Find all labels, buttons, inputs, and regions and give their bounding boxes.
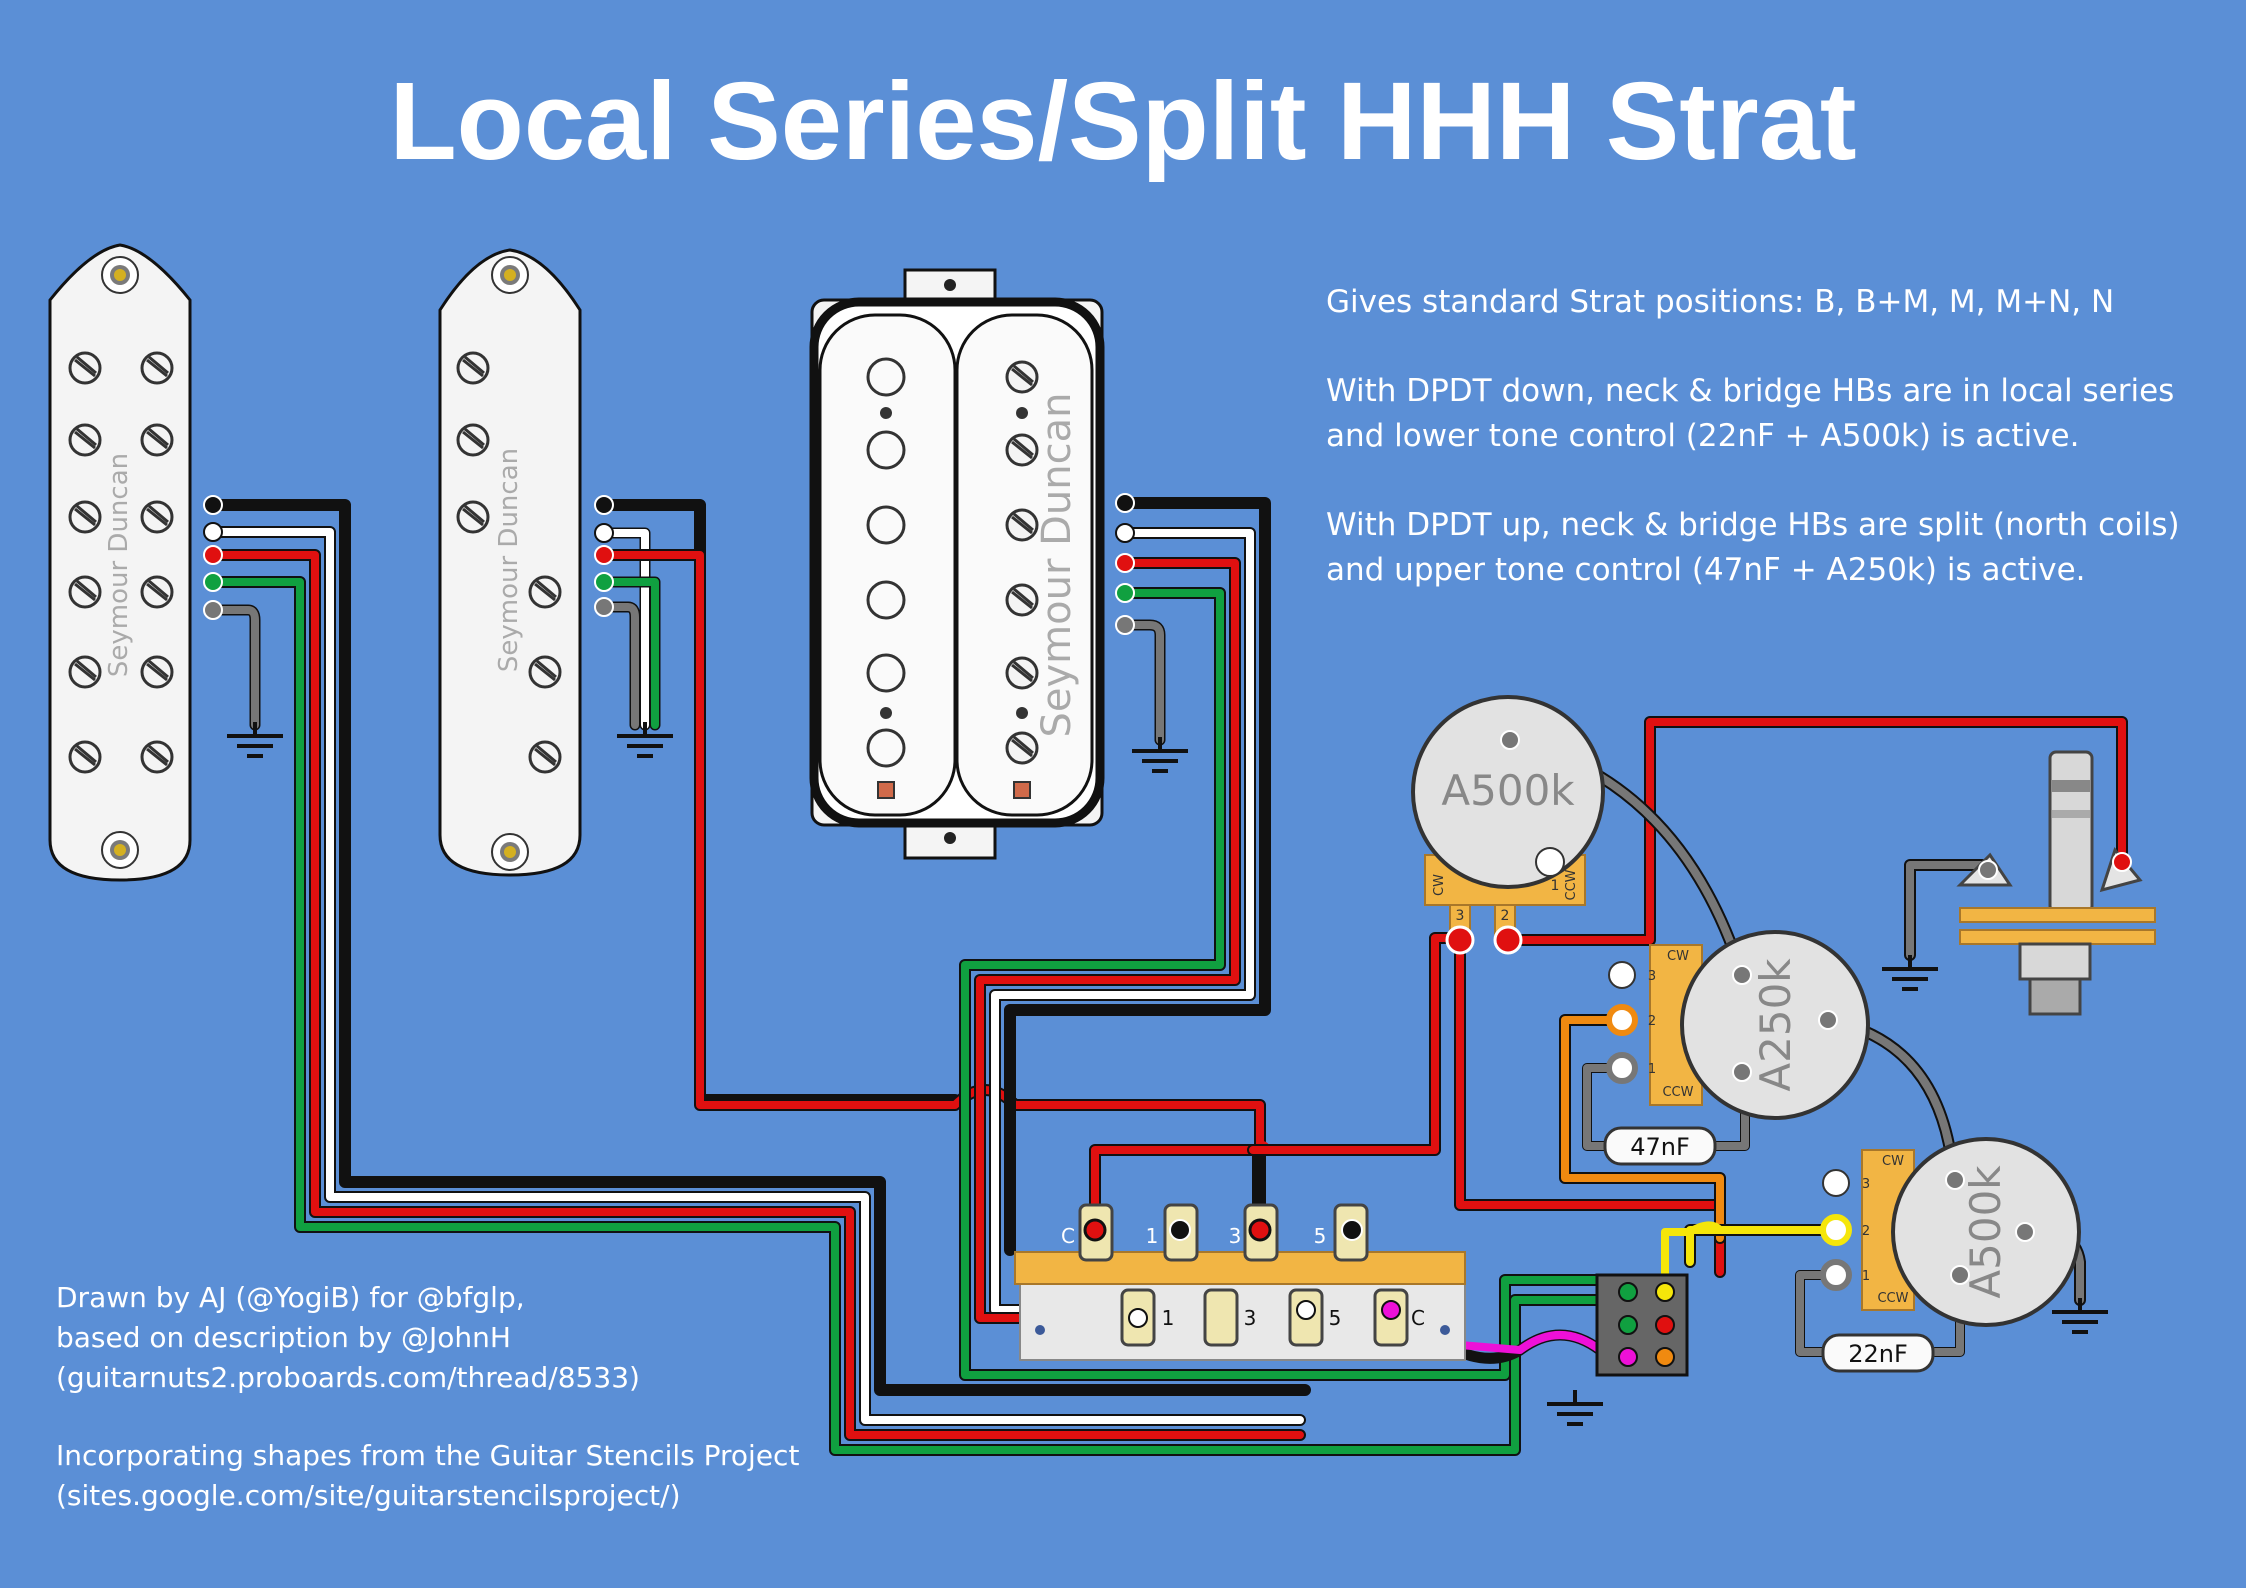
pot-terminal-label: 3: [1862, 1177, 1870, 1192]
capacitor-label: 22nF: [1848, 1340, 1908, 1368]
credit-line: (sites.google.com/site/guitarstencilspro…: [56, 1479, 681, 1512]
credit-line: Incorporating shapes from the Guitar Ste…: [56, 1439, 800, 1472]
pot-label: A250k: [1751, 958, 1800, 1092]
switch-lug-top: [1078, 1203, 1369, 1262]
switch-label: 5: [1329, 1306, 1342, 1330]
brand-logo: Seymour Duncan: [494, 448, 524, 672]
pot-label: A500k: [1441, 766, 1575, 815]
credits-stencils: Incorporating shapes from the Guitar Ste…: [56, 1436, 876, 1516]
pot-terminal-label: CW: [1432, 874, 1447, 896]
bridge-humbucker: Seymour Duncan: [809, 268, 1105, 860]
volume-pot: CW CCW A500k 3 2 1: [1411, 695, 1605, 955]
credit-line: (guitarnuts2.proboards.com/thread/8533): [56, 1361, 640, 1394]
pot-terminal-label: 2: [1501, 908, 1510, 924]
note-dpdt-down: With DPDT down, neck & bridge HBs are in…: [1326, 373, 2175, 454]
credit-line: Drawn by AJ (@YogiB) for @bfglp,: [56, 1281, 525, 1314]
pot-terminal-label: 1: [1862, 1269, 1870, 1284]
notes-panel: Gives standard Strat positions: B, B+M, …: [1326, 280, 2226, 637]
tone-pot-upper: CW CCW 3 2 1 A250k 47nF: [1603, 930, 1870, 1166]
pot-terminal-label: 3: [1648, 969, 1656, 984]
pot-terminal-label: 2: [1862, 1224, 1870, 1239]
capacitor-label: 47nF: [1630, 1133, 1690, 1161]
middle-humbucker: Seymour Duncan: [438, 248, 582, 877]
pot-terminal-label: CCW: [1662, 1085, 1693, 1100]
pot-terminal-label: CCW: [1564, 869, 1579, 900]
switch-label: C: [1411, 1306, 1425, 1330]
note-dpdt-up: With DPDT up, neck & bridge HBs are spli…: [1326, 507, 2180, 588]
pot-terminal-label: 2: [1648, 1014, 1656, 1029]
credits: Drawn by AJ (@YogiB) for @bfglp, based o…: [56, 1278, 876, 1554]
neck-humbucker: Seymour Duncan: [48, 243, 192, 882]
pot-terminal-label: CCW: [1877, 1291, 1908, 1306]
pot-terminal-label: CW: [1667, 949, 1689, 964]
switch-label: C: [1061, 1224, 1075, 1248]
switch-label: 1: [1146, 1224, 1159, 1248]
credits-drawn-by: Drawn by AJ (@YogiB) for @bfglp, based o…: [56, 1278, 876, 1398]
switch-label: 3: [1244, 1306, 1257, 1330]
switch-label: 5: [1314, 1224, 1327, 1248]
output-jack: [1956, 750, 2156, 1016]
pot-terminal-label: CW: [1882, 1154, 1904, 1169]
switch-label: 1: [1162, 1306, 1175, 1330]
pot-terminal-label: 1: [1551, 878, 1560, 894]
pot-terminal-label: 3: [1456, 908, 1465, 924]
page-title: Local Series/Split HHH Strat: [389, 60, 1857, 183]
switch-lug-bottom: [1120, 1288, 1409, 1347]
pole-screw-icon: [1005, 360, 1039, 765]
pole-piece-icon: [866, 357, 906, 768]
solder-point-icon: [203, 493, 1135, 635]
switch-label: 3: [1229, 1224, 1242, 1248]
pot-terminal-label: 1: [1648, 1062, 1656, 1077]
tone-pot-lower: CW CCW 3 2 1 A500k 22nF: [1820, 1137, 2081, 1373]
credit-line: based on description by @JohnH: [56, 1321, 511, 1354]
note-positions: Gives standard Strat positions: B, B+M, …: [1326, 284, 2115, 320]
brand-logo: Seymour Duncan: [104, 453, 134, 677]
dpdt-switch: [1595, 1273, 1689, 1377]
five-way-switch: C 1 3 5 1 3 5 C: [1014, 1203, 1466, 1361]
brand-logo: Seymour Duncan: [1034, 393, 1080, 738]
